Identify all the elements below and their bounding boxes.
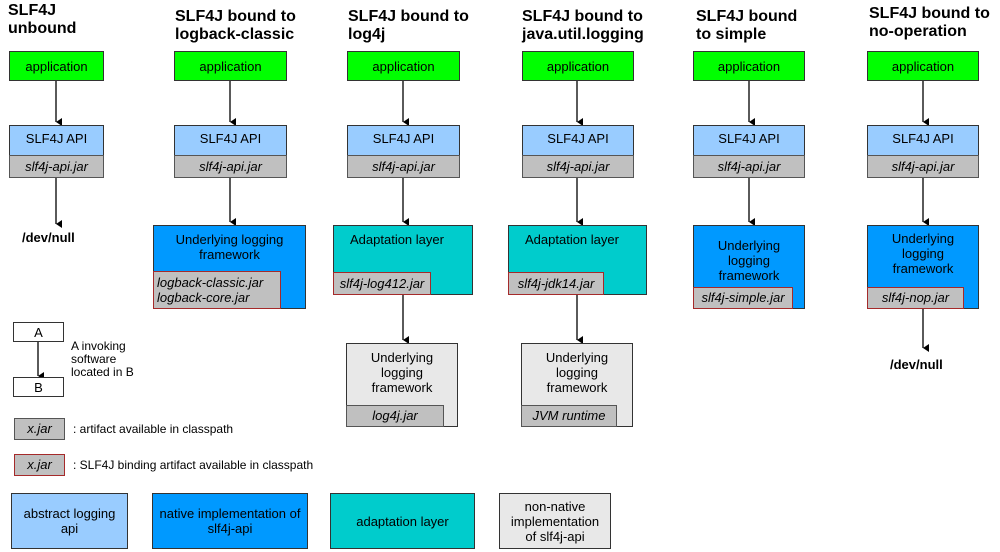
underlying-framework-label: Underlying logging framework	[717, 238, 781, 283]
legend-invoking-text: A invoking software located in B	[71, 339, 134, 379]
slf4j-api-jar: slf4j-api.jar	[174, 155, 287, 178]
application-box: application	[347, 51, 460, 81]
slf4j-api-label: SLF4J API	[547, 131, 609, 146]
logback-core-jar: logback-core.jar	[157, 290, 250, 305]
adaptation-layer-label: Adaptation layer	[350, 232, 444, 247]
column-title-jul: SLF4J bound to java.util.logging	[522, 8, 644, 43]
application-box: application	[693, 51, 805, 81]
underlying-framework-label: Underlying logging framework	[370, 350, 434, 395]
slf4j-simple-jar: slf4j-simple.jar	[693, 287, 793, 309]
column-title-unbound: SLF4J unbound	[8, 2, 77, 37]
legend-binding-jar: x.jar	[14, 454, 65, 476]
dev-null-label: /dev/null	[22, 230, 75, 245]
slf4j-api-label: SLF4J API	[892, 131, 954, 146]
legend-artifact-jar: x.jar	[14, 418, 65, 440]
underlying-framework-label: Underlying logging framework	[545, 350, 609, 395]
slf4j-api-label: SLF4J API	[718, 131, 780, 146]
legend-artifact-text: : artifact available in classpath	[73, 422, 234, 436]
legend-adaptation: adaptation layer	[330, 493, 475, 549]
column-title-nop: SLF4J bound to no-operation	[869, 5, 990, 40]
application-box: application	[867, 51, 979, 81]
legend-box-a: A	[13, 322, 64, 342]
slf4j-log4j-jar: slf4j-log412.jar	[333, 272, 431, 295]
slf4j-nop-jar: slf4j-nop.jar	[867, 287, 964, 309]
legend-non-native: non-native implementation of slf4j-api	[499, 493, 611, 549]
underlying-framework-label: Underlying logging framework	[891, 231, 955, 276]
slf4j-api-label: SLF4J API	[199, 131, 262, 146]
dev-null-label: /dev/null	[890, 357, 943, 372]
underlying-framework-label: Underlying logging framework	[175, 232, 284, 262]
adaptation-layer-label: Adaptation layer	[525, 232, 619, 247]
slf4j-api-jar: slf4j-api.jar	[347, 155, 460, 178]
log4j-jar: log4j.jar	[346, 405, 444, 427]
column-title-log4j: SLF4J bound to log4j	[348, 8, 469, 43]
logback-jars: logback-classic.jar logback-core.jar	[153, 271, 281, 309]
column-title-simple: SLF4J bound to simple	[696, 8, 798, 43]
slf4j-jdk14-jar: slf4j-jdk14.jar	[508, 272, 604, 295]
logback-classic-jar: logback-classic.jar	[157, 275, 264, 290]
slf4j-api-jar: slf4j-api.jar	[9, 155, 104, 178]
slf4j-api-label: SLF4J API	[25, 131, 88, 146]
legend-native-impl: native implementation of slf4j-api	[152, 493, 308, 549]
slf4j-api-jar: slf4j-api.jar	[867, 155, 979, 178]
slf4j-api-label: SLF4J API	[372, 131, 435, 146]
application-box: application	[9, 51, 104, 81]
jvm-runtime-jar: JVM runtime	[521, 405, 617, 427]
application-box: application	[174, 51, 287, 81]
slf4j-api-jar: slf4j-api.jar	[693, 155, 805, 178]
legend-abstract-api: abstract logging api	[11, 493, 128, 549]
column-title-logback: SLF4J bound to logback-classic	[175, 8, 296, 43]
legend-binding-text: : SLF4J binding artifact available in cl…	[73, 458, 314, 472]
slf4j-api-jar: slf4j-api.jar	[522, 155, 634, 178]
application-box: application	[522, 51, 634, 81]
legend-box-b: B	[13, 377, 64, 397]
